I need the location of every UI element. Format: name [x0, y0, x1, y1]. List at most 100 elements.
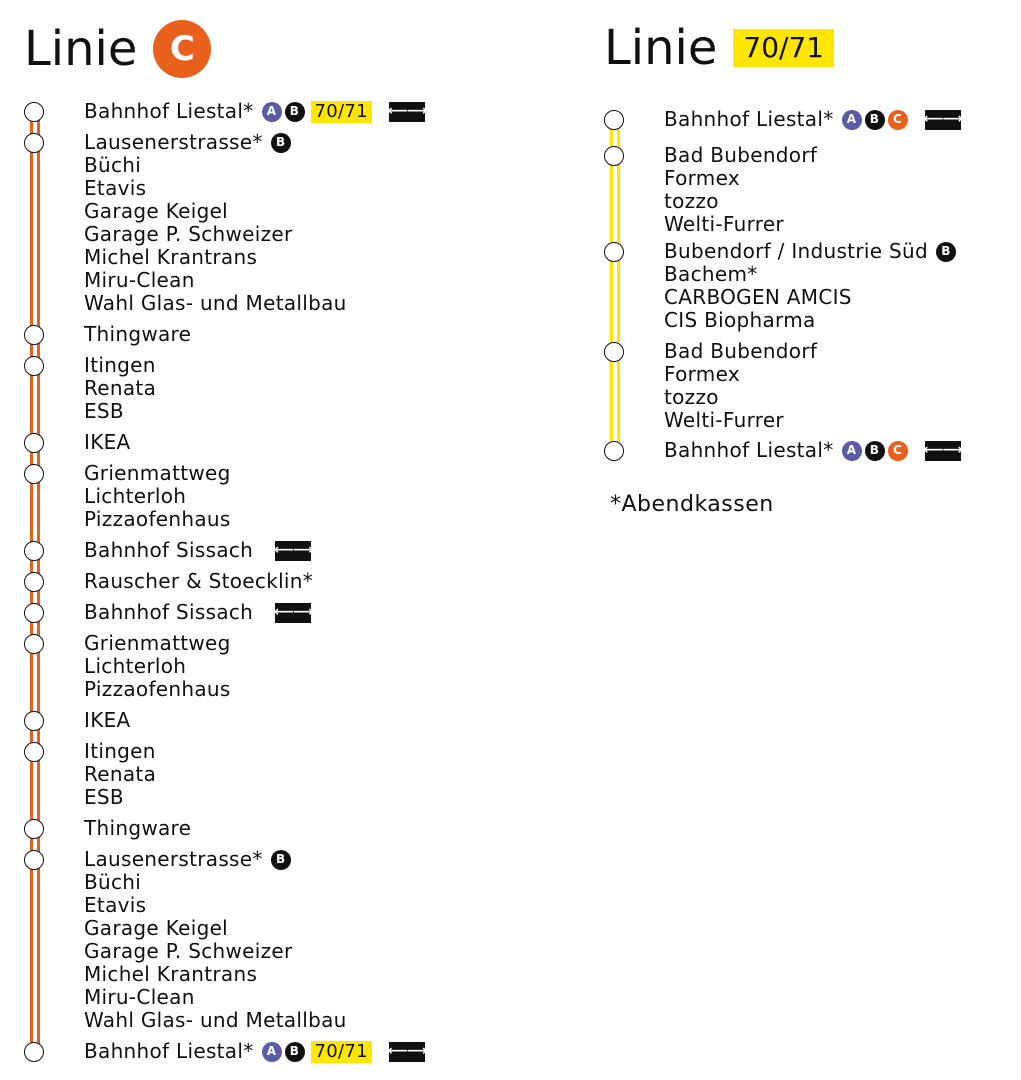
stop-name-text: Thingware [84, 816, 192, 840]
stop-name-text: IKEA [84, 708, 131, 732]
sbb-train-icon: ⟵⟶ [274, 602, 313, 623]
line-b-badge: B [284, 1041, 305, 1062]
stop-sub-name: Miru-Clean [84, 986, 347, 1009]
stop-circle-icon [604, 146, 624, 166]
stop-name-text: tozzo [664, 385, 719, 409]
stop-circle-icon [604, 342, 624, 362]
stop-name-text: Formex [664, 166, 740, 190]
stop-name-text: Lichterloh [84, 484, 187, 508]
stop-sub-name: Etavis [84, 177, 347, 200]
stop-sub-name: Miru-Clean [84, 269, 347, 292]
stop-name-text: Bahnhof Liestal* [664, 438, 834, 462]
stop-name-text: Miru-Clean [84, 268, 195, 292]
stop-circle-icon [24, 133, 44, 153]
stop-circle-icon [24, 634, 44, 654]
stop-sub-name: Welti-Furrer [664, 409, 825, 432]
connection-badges: B [270, 849, 291, 870]
stop-name: Itingen [84, 740, 164, 763]
stop-name: Thingware [84, 323, 199, 346]
connection-badges: B [270, 132, 291, 153]
stop-sub-name: Pizzaofenhaus [84, 508, 239, 531]
stop-sub-name: Garage P. Schweizer [84, 940, 347, 963]
stop-sub-name: CIS Biopharma [664, 309, 956, 332]
line-b-badge: B [864, 109, 885, 130]
linie-70-badge: 70/71 [733, 29, 835, 67]
line-b-badge: B [864, 440, 885, 461]
stop-name: Bahnhof Sissach ⟵⟶ [84, 538, 313, 562]
linie-70-title: Linie 70/71 [604, 20, 835, 76]
linie-70-title-text: Linie [604, 20, 718, 76]
stop-circle-icon [604, 242, 624, 262]
stop-name: Bad Bubendorf [664, 340, 825, 363]
connection-badges: B [935, 241, 956, 262]
stop-circle-icon [24, 572, 44, 592]
stop-sub-name: Büchi [84, 871, 347, 894]
stop-sub-name: tozzo [664, 386, 825, 409]
stop-name-text: Rauscher & Stoecklin* [84, 569, 314, 593]
stop-name-text: Wahl Glas- und Metallbau [84, 1008, 347, 1032]
stop-name-text: Bahnhof Sissach [84, 600, 254, 624]
stop-circle-icon [24, 356, 44, 376]
stop-sub-name: Garage Keigel [84, 917, 347, 940]
stop-sub-name: CARBOGEN AMCIS [664, 286, 956, 309]
stop-sub-name: Formex [664, 363, 825, 386]
line-a-badge: A [841, 440, 862, 461]
stop-name: Bahnhof Sissach ⟵⟶ [84, 600, 313, 624]
stop-name-text: Pizzaofenhaus [84, 507, 231, 531]
stop-name-text: ESB [84, 785, 124, 809]
stop-name: IKEA [84, 431, 139, 454]
stop-sub-name: Wahl Glas- und Metallbau [84, 292, 347, 315]
stop-name-text: Garage P. Schweizer [84, 939, 293, 963]
stop-name-text: Itingen [84, 353, 156, 377]
stop-sub-name: Lichterloh [84, 655, 239, 678]
stop-name: Itingen [84, 354, 164, 377]
stop-name-text: Renata [84, 762, 157, 786]
stop-circle-icon [24, 850, 44, 870]
stop-sub-name: Garage P. Schweizer [84, 223, 347, 246]
stop-name: Lausenerstrasse*B [84, 131, 347, 154]
stop-name: Grienmattweg [84, 462, 239, 485]
line-70-71-badge: 70/71 [310, 100, 372, 123]
stop-sub-name: Büchi [84, 154, 347, 177]
stop-circle-icon [24, 742, 44, 762]
linie-c-badge: C [153, 20, 212, 78]
sbb-train-icon: ⟵⟶ [274, 540, 313, 561]
stop-name-text: Miru-Clean [84, 985, 195, 1009]
stop-sub-name: Garage Keigel [84, 200, 347, 223]
line-b-badge: B [270, 132, 291, 153]
stop-name-text: Bahnhof Sissach [84, 538, 254, 562]
stop-name: IKEA [84, 709, 139, 732]
connection-badges: ⟵⟶ [261, 540, 313, 561]
line-70-71-badge: 70/71 [310, 1040, 372, 1063]
stop-names: Bahnhof Sissach ⟵⟶ [84, 600, 313, 624]
stop-name-text: Etavis [84, 893, 147, 917]
stop-name-text: Garage Keigel [84, 916, 229, 940]
stop-name-text: Etavis [84, 176, 147, 200]
sbb-train-icon: ⟵⟶ [923, 440, 963, 461]
stop-name-text: Wahl Glas- und Metallbau [84, 291, 347, 315]
stop-name-text: Bad Bubendorf [664, 339, 818, 363]
stop-circle-icon [24, 433, 44, 453]
line-a-badge: A [841, 109, 862, 130]
stop-sub-name: Michel Krantrans [84, 246, 347, 269]
stop-circle-icon [604, 110, 624, 130]
stop-name-text: Renata [84, 376, 157, 400]
stop-names: Thingware [84, 817, 199, 840]
stop-sub-name: ESB [84, 400, 164, 423]
stop-circle-icon [24, 325, 44, 345]
